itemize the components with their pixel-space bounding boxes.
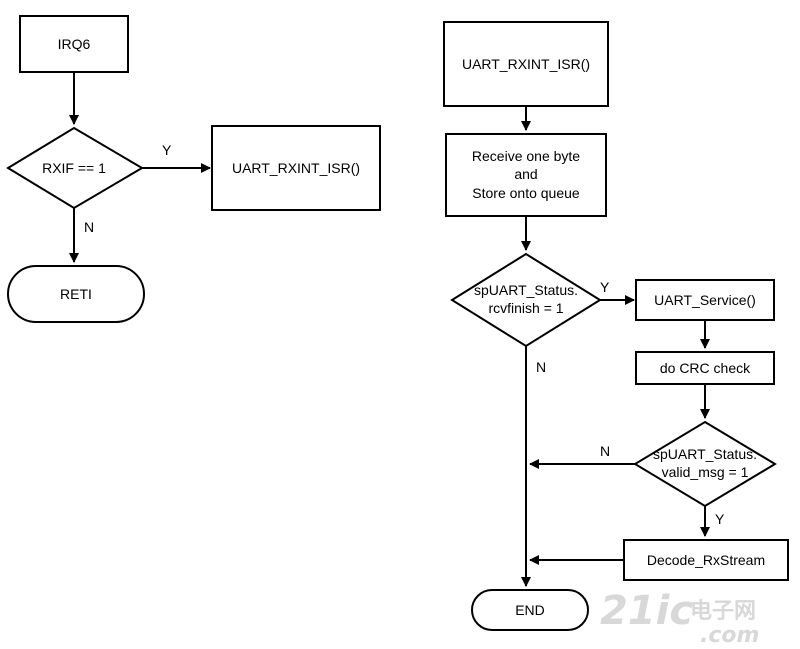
rxif-yes-label: Y xyxy=(162,142,172,158)
receive-line-1: Receive one byte xyxy=(472,148,580,164)
isr-call-box xyxy=(211,125,381,211)
crc-box xyxy=(635,351,775,385)
isr-call-label: UART_RXINT_ISR() xyxy=(232,160,360,176)
uart-service-label: UART_Service() xyxy=(654,292,756,308)
rcvfinish-line-1: spUART_Status. xyxy=(474,282,578,298)
end-label: END xyxy=(515,602,545,618)
uart-service-box xyxy=(635,279,775,321)
receive-line-3: Store onto queue xyxy=(472,185,580,201)
watermark-chinese: 电子网 xyxy=(690,599,756,624)
watermark-number: 21ic xyxy=(600,588,693,634)
rcvfinish-no-label: N xyxy=(536,359,546,375)
irq6-box xyxy=(19,15,129,73)
reti-terminal xyxy=(7,265,145,323)
valid-line-2: valid_msg = 1 xyxy=(662,464,749,480)
rcvfinish-yes-label: Y xyxy=(600,279,610,295)
rxif-label: RXIF == 1 xyxy=(42,160,106,176)
reti-label: RETI xyxy=(60,286,92,302)
valid-no-label: N xyxy=(600,443,610,459)
isr-title-box xyxy=(443,21,609,107)
irq6-label: IRQ6 xyxy=(58,36,91,52)
end-terminal xyxy=(471,589,589,631)
watermark-domain: .com xyxy=(700,623,759,648)
receive-line-2: and xyxy=(514,166,537,182)
isr-title-label: UART_RXINT_ISR() xyxy=(462,56,590,72)
rxif-no-label: N xyxy=(84,219,94,235)
watermark-logo: 21ic 电子网 .com xyxy=(600,588,759,648)
crc-label: do CRC check xyxy=(660,360,751,376)
valid-line-1: spUART_Status. xyxy=(653,446,757,462)
decode-label: Decode_RxStream xyxy=(647,552,765,568)
valid-yes-label: Y xyxy=(715,511,725,527)
rcvfinish-line-2: rcvfinish = 1 xyxy=(488,300,563,316)
